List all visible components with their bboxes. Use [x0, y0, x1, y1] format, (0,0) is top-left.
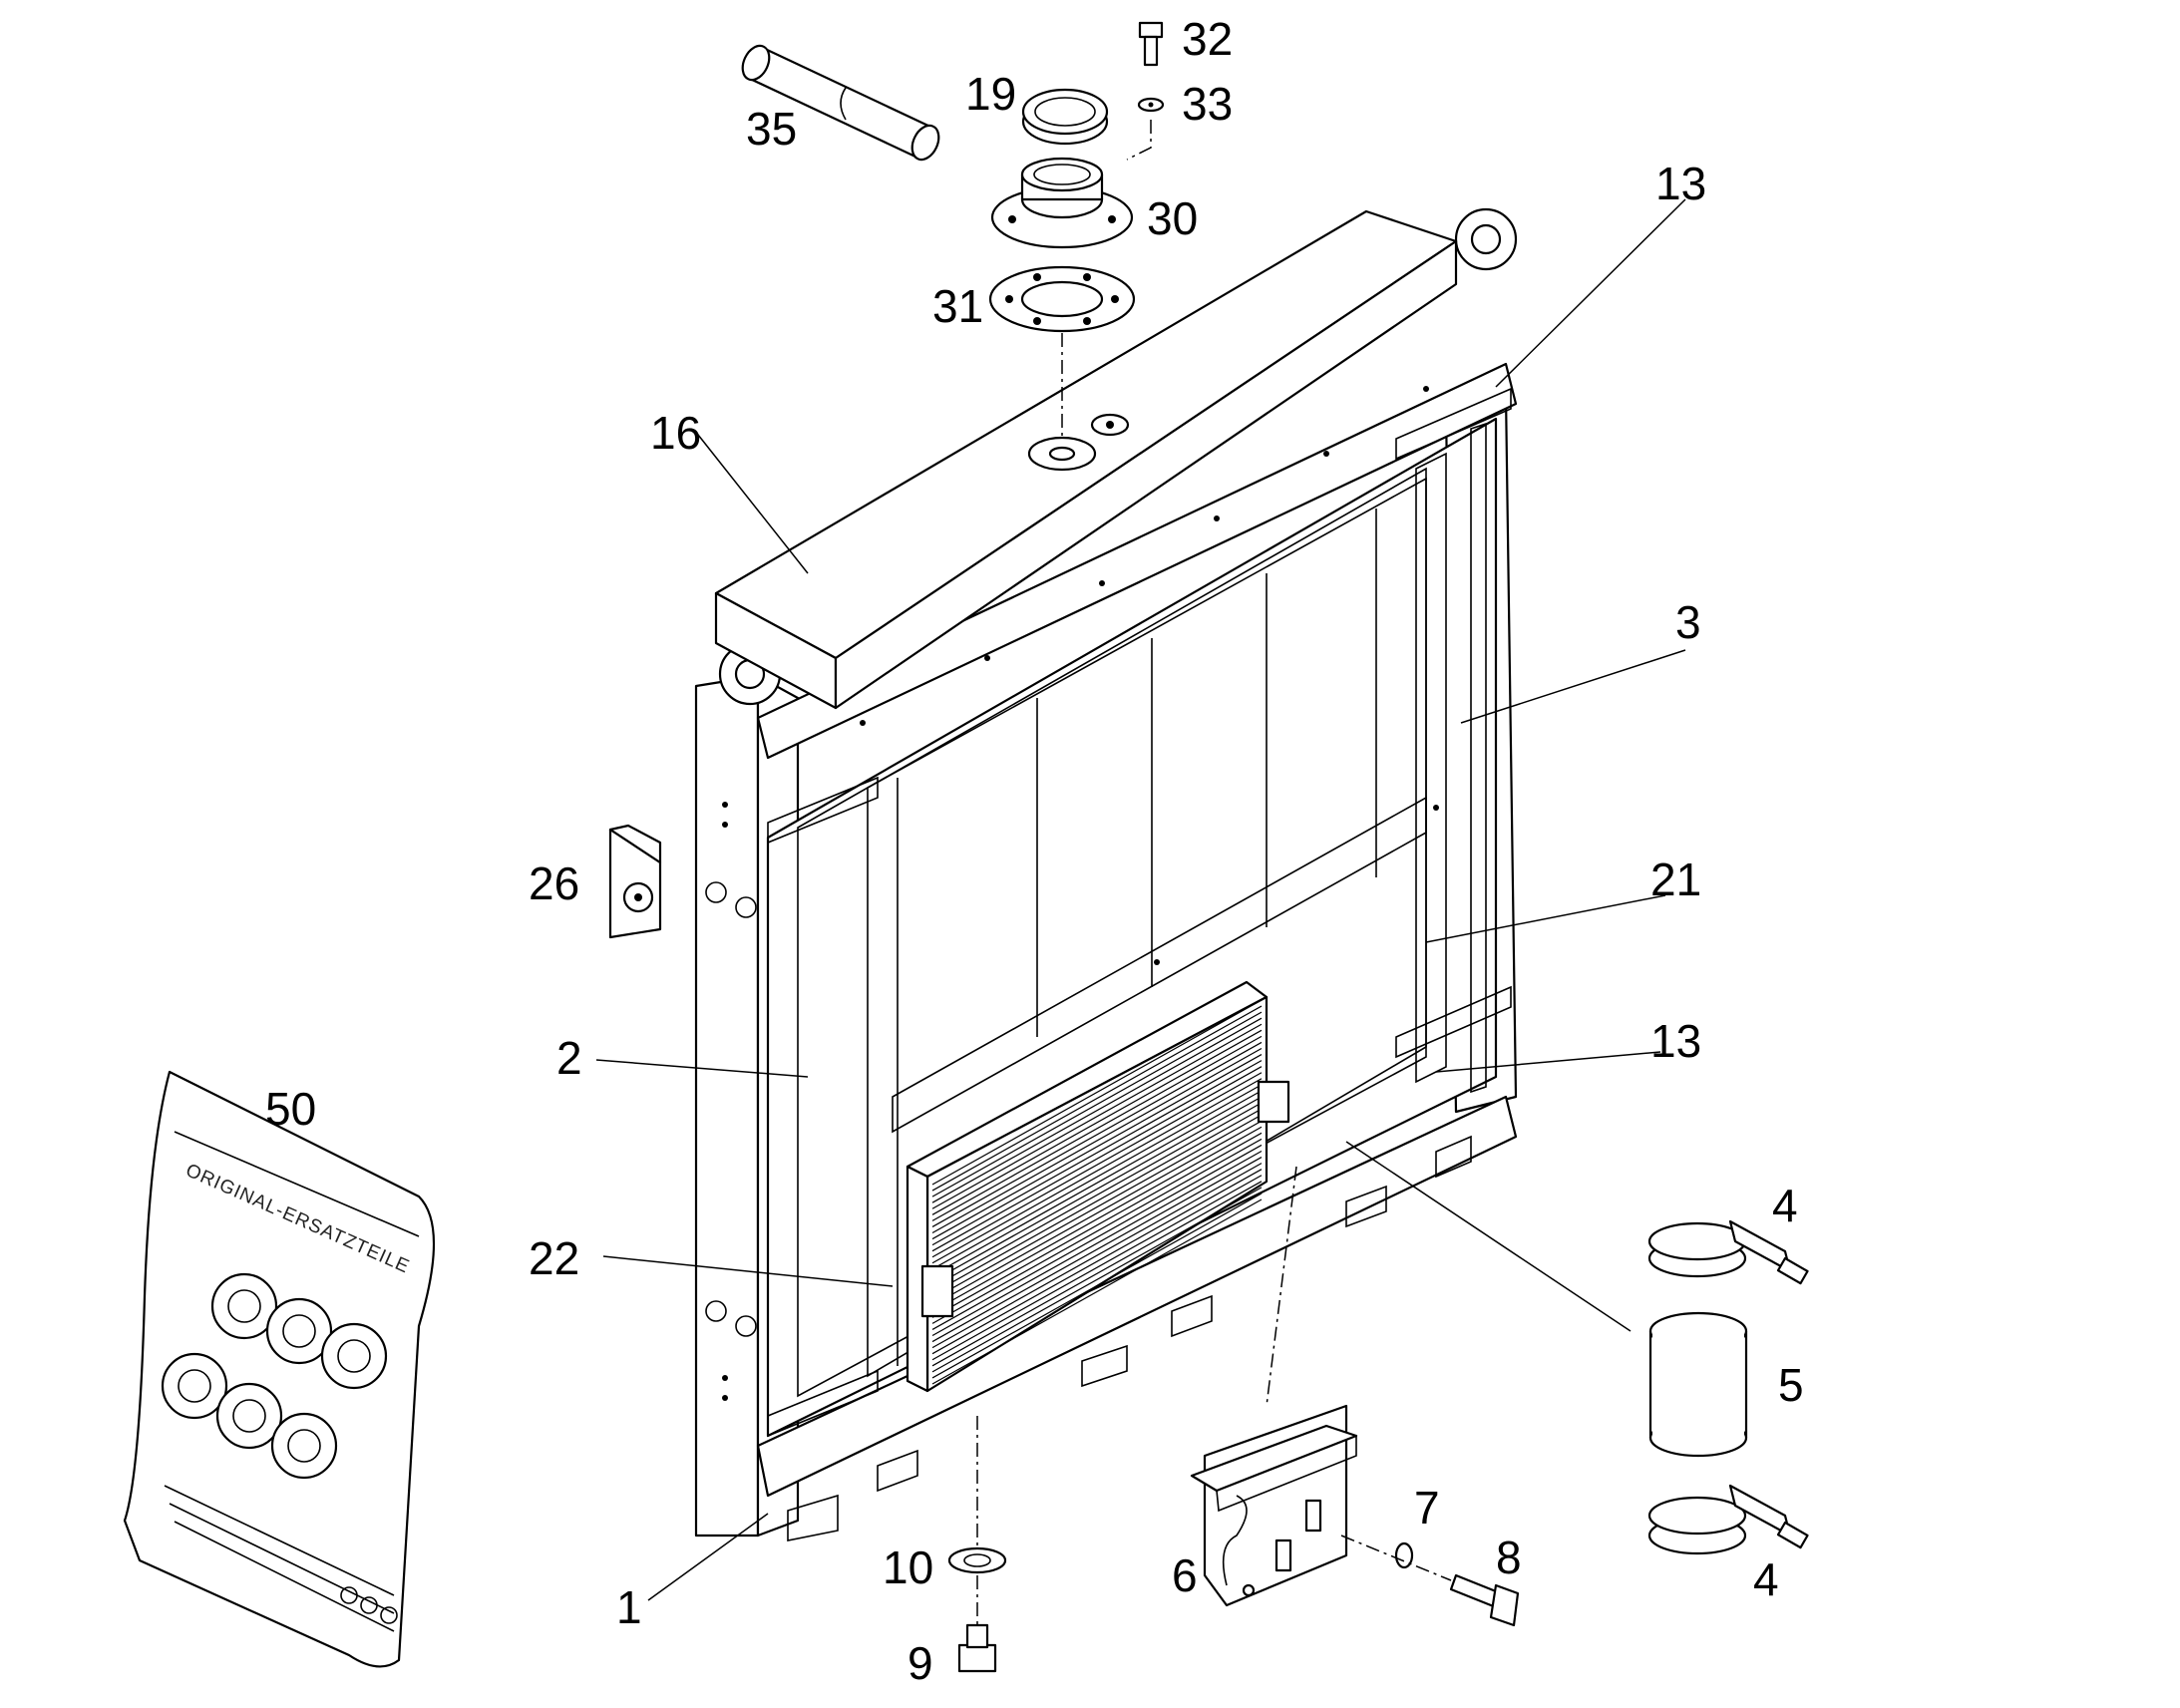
- callout-21: 21: [1650, 854, 1701, 905]
- cooler-fin-line: [931, 1035, 1263, 1221]
- hose-clamp-part-4-bottom: [1647, 1484, 1809, 1555]
- oil-cooler: [906, 980, 1290, 1393]
- washer-part-10: [947, 1546, 1007, 1574]
- callout-22: 22: [529, 1232, 579, 1284]
- cooler-fin-line: [931, 1169, 1263, 1355]
- cooler-fin-line: [931, 1041, 1263, 1227]
- drain-plug-part-9: [957, 1623, 997, 1673]
- washer-part-7: [1394, 1541, 1414, 1569]
- cooler-fin-line: [931, 1078, 1263, 1264]
- cooler-fin-line: [931, 1138, 1263, 1324]
- callout-30: 30: [1147, 192, 1198, 244]
- cooler-fin-line: [931, 1193, 1263, 1379]
- callout-13: 13: [1650, 1015, 1701, 1067]
- cooler-fin-line: [931, 1102, 1263, 1288]
- filler-neck-part-30: [990, 157, 1134, 249]
- cooler-fin-line: [931, 1114, 1263, 1300]
- callout-16: 16: [650, 407, 701, 459]
- cooler-fin-line: [931, 1187, 1263, 1373]
- callout-35: 35: [746, 103, 797, 155]
- top-tank: [714, 209, 1458, 710]
- cooler-fin-line: [931, 1060, 1263, 1246]
- washer-part-33: [1137, 97, 1165, 113]
- callouts: 1 2 3 4 4 5 6 7 8 9 10 13 13 16 19 21 22…: [265, 13, 1804, 1689]
- callout-32: 32: [1182, 13, 1233, 65]
- cooler-fin-line: [931, 1198, 1263, 1385]
- cooler-fin-line: [931, 1144, 1263, 1330]
- cooler-fin-line: [931, 1090, 1263, 1276]
- callout-5: 5: [1778, 1359, 1804, 1411]
- cooler-fin-line: [931, 1011, 1263, 1197]
- cooler-fin-line: [931, 1150, 1263, 1337]
- callout-26: 26: [529, 857, 579, 909]
- cooler-fin-line: [931, 1005, 1263, 1192]
- cap-part-19: [1021, 88, 1109, 146]
- callout-19: 19: [965, 68, 1016, 120]
- mount-bracket-part-6: [1190, 1404, 1358, 1607]
- cooler-fin-line: [931, 1072, 1263, 1258]
- parts-bag-part-50: ORIGINAL-ERSATZTEILE: [123, 1070, 436, 1668]
- cooler-fin-line: [931, 1126, 1263, 1312]
- callout-9: 9: [908, 1637, 933, 1689]
- cooler-fin-line: [931, 1157, 1263, 1343]
- bracket-part-26: [608, 824, 662, 939]
- gasket-part-31: [988, 265, 1136, 333]
- cooler-fin-line: [931, 1029, 1263, 1215]
- callout-4: 4: [1772, 1180, 1798, 1231]
- cooler-fin-line: [931, 1054, 1263, 1240]
- bolt-part-8: [1449, 1573, 1520, 1627]
- cooler-fin-line: [931, 1023, 1263, 1209]
- screw-part-32: [1138, 21, 1164, 67]
- callout-33: 33: [1182, 78, 1233, 130]
- cooler-fin-line: [931, 1096, 1263, 1282]
- cooler-fin-line: [931, 1132, 1263, 1318]
- cooler-fin-line: [931, 1084, 1263, 1270]
- hose-part-35: [741, 44, 940, 162]
- cooler-fin-line: [931, 1175, 1263, 1361]
- callout-50: 50: [265, 1083, 316, 1135]
- callout-13: 13: [1655, 158, 1706, 209]
- cooler-fin-line: [931, 1066, 1263, 1252]
- hose-clamp-part-4-top: [1647, 1219, 1809, 1285]
- callout-8: 8: [1496, 1532, 1522, 1583]
- cooler-fin-line: [931, 1108, 1263, 1294]
- cooler-fin-line: [931, 1181, 1263, 1367]
- callout-1: 1: [616, 1581, 642, 1633]
- callout-7: 7: [1414, 1482, 1440, 1534]
- callout-3: 3: [1675, 596, 1701, 648]
- cooler-fin-line: [931, 1017, 1263, 1203]
- cooler-fin-line: [931, 1163, 1263, 1349]
- callout-2: 2: [556, 1032, 582, 1084]
- cooler-fin-line: [931, 1120, 1263, 1306]
- cooler-fin-line: [931, 999, 1263, 1186]
- leader-lines: [595, 198, 1686, 1601]
- callout-31: 31: [932, 280, 983, 332]
- callout-6: 6: [1172, 1549, 1198, 1601]
- sleeve-part-5: [1648, 1311, 1748, 1458]
- cooler-fin-line: [931, 1047, 1263, 1234]
- callout-10: 10: [883, 1541, 933, 1593]
- callout-4: 4: [1753, 1553, 1779, 1605]
